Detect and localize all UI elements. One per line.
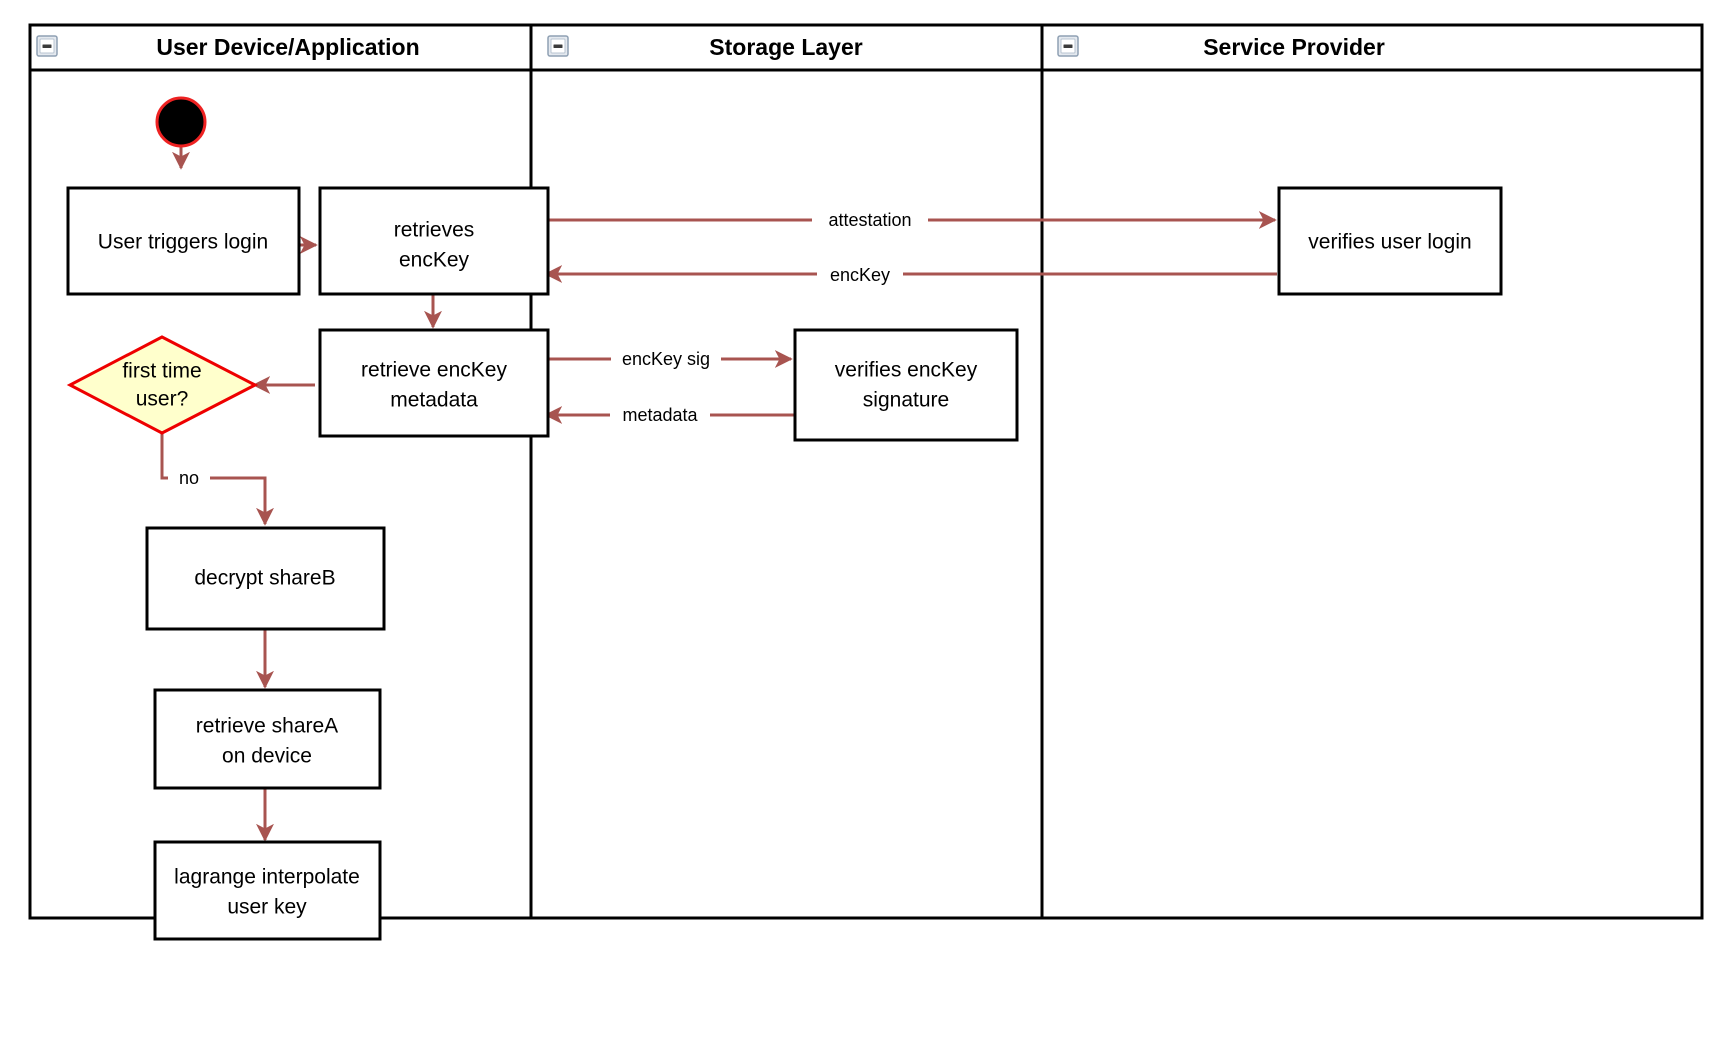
edge-enckey-back: encKey bbox=[544, 263, 1277, 288]
collapse-minus-icon[interactable] bbox=[547, 35, 569, 57]
node-label-decrypt-shareb: decrypt shareB bbox=[194, 567, 335, 590]
node-verifies-user-login[interactable]: verifies user login bbox=[1277, 186, 1503, 296]
edge-attestation: attestation bbox=[548, 208, 1277, 233]
node-label-verifies-user-login: verifies user login bbox=[1308, 231, 1471, 254]
node-label-verifies-sig-line1: verifies encKey bbox=[835, 359, 978, 382]
lane-header-storage[interactable]: Storage Layer bbox=[547, 34, 863, 60]
node-retrieve-sharea-on-device[interactable]: retrieve shareA on device bbox=[153, 688, 382, 790]
node-first-time-user-decision[interactable]: first time user? bbox=[66, 335, 259, 435]
start-circle-icon bbox=[155, 96, 207, 148]
decision-diamond-shape bbox=[66, 335, 259, 435]
edge-label-enckey-sig: encKey sig bbox=[622, 349, 710, 369]
node-label-retrieves-enckey-line1: retrieves bbox=[394, 219, 475, 242]
edge-label-metadata: metadata bbox=[622, 405, 698, 425]
edge-label-enckey: encKey bbox=[830, 265, 890, 285]
node-start[interactable] bbox=[155, 96, 207, 148]
edge-label-attestation: attestation bbox=[828, 210, 911, 230]
node-label-verifies-sig-line2: signature bbox=[863, 389, 949, 412]
node-lagrange-interpolate-user-key[interactable]: lagrange interpolate user key bbox=[153, 840, 382, 941]
edge-decision-no: no bbox=[160, 413, 274, 526]
node-label-retrieve-sharea-line1: retrieve shareA bbox=[196, 715, 338, 738]
node-verifies-enckey-signature[interactable]: verifies encKey signature bbox=[793, 328, 1019, 442]
edge-label-no: no bbox=[179, 468, 199, 488]
node-user-triggers-login[interactable]: User triggers login bbox=[66, 186, 301, 296]
node-label-retrieve-metadata-line2: metadata bbox=[390, 389, 478, 412]
collapse-minus-icon[interactable] bbox=[1057, 35, 1079, 57]
node-label-lagrange-line2: user key bbox=[227, 896, 307, 919]
node-label-lagrange-line1: lagrange interpolate bbox=[174, 866, 360, 889]
node-decrypt-shareb[interactable]: decrypt shareB bbox=[145, 526, 386, 631]
edge-enckey-sig: encKey sig bbox=[548, 347, 793, 372]
collapse-minus-icon[interactable] bbox=[36, 35, 58, 57]
node-label-retrieve-sharea-line2: on device bbox=[222, 745, 312, 768]
lane-header-user-device[interactable]: User Device/Application bbox=[36, 34, 420, 60]
node-label-retrieves-enckey-line2: encKey bbox=[399, 249, 470, 272]
lane-title-user-device: User Device/Application bbox=[156, 34, 419, 60]
node-label-first-time-user-line2: user? bbox=[136, 388, 189, 411]
lane-title-service-provider: Service Provider bbox=[1203, 34, 1385, 60]
node-retrieve-enckey-metadata[interactable]: retrieve encKey metadata bbox=[318, 328, 550, 438]
lane-header-service-provider[interactable]: Service Provider bbox=[1057, 34, 1385, 60]
node-label-first-time-user-line1: first time bbox=[122, 360, 201, 383]
edge-metadata-back: metadata bbox=[544, 403, 799, 428]
node-label-user-triggers-login: User triggers login bbox=[98, 231, 268, 254]
node-retrieves-enckey[interactable]: retrieves encKey bbox=[318, 186, 550, 296]
lane-title-storage: Storage Layer bbox=[709, 34, 862, 60]
node-label-retrieve-metadata-line1: retrieve encKey bbox=[361, 359, 507, 382]
